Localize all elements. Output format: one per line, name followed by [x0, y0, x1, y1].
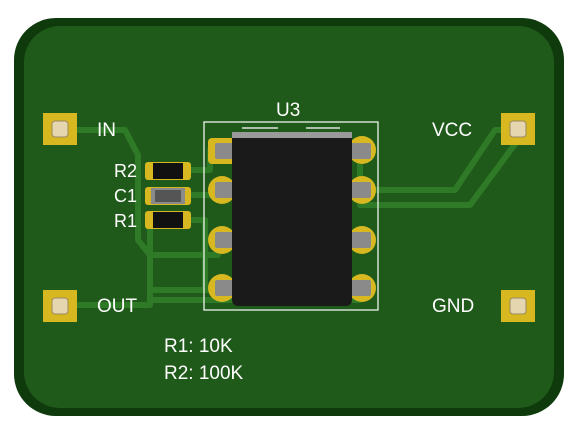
- component-label-r2: R2: [114, 161, 138, 181]
- chip-silk-outline: [203, 121, 379, 311]
- chip-body: [232, 132, 352, 306]
- pad-label-in: IN: [97, 120, 116, 141]
- pad-label-gnd: GND: [432, 296, 475, 317]
- pad-label-out: OUT: [97, 296, 138, 317]
- refdes-label: U3: [276, 100, 301, 121]
- chip-leads: [215, 143, 371, 296]
- smd-c1: [145, 187, 191, 205]
- smd-r2: [145, 162, 191, 180]
- pad-vcc: [501, 113, 535, 145]
- trace-vcc-2: [357, 137, 521, 208]
- smd-r1: [145, 211, 191, 229]
- pad-label-vcc: VCC: [432, 120, 473, 141]
- component-label-c1: C1: [114, 186, 138, 206]
- trace-in: [57, 127, 221, 258]
- note-r1-value: R1: 10K: [164, 336, 233, 357]
- chip-top-highlight: [232, 132, 352, 138]
- pad-out: [43, 290, 77, 322]
- pad-gnd: [501, 290, 535, 322]
- pad-in: [43, 113, 77, 145]
- component-label-r1: R1: [114, 211, 138, 231]
- note-r2-value: R2: 100K: [164, 363, 244, 384]
